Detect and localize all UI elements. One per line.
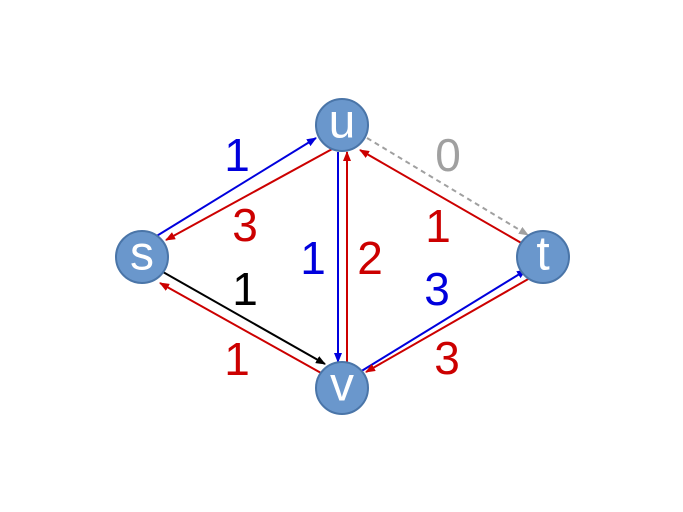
node-label: t xyxy=(536,228,549,281)
edge-label-t-v: 3 xyxy=(434,332,460,384)
edge-t-v xyxy=(365,277,531,373)
node-circle xyxy=(315,361,369,415)
node-circle xyxy=(115,230,169,284)
edge-t-u xyxy=(359,149,531,249)
edge-s-v xyxy=(162,271,326,365)
edge-s-u xyxy=(154,137,317,238)
node-circle xyxy=(516,230,570,284)
edge-label-u-t: 0 xyxy=(435,129,461,181)
edge-label-v-t: 3 xyxy=(424,263,450,315)
edge-label-v-u: 2 xyxy=(357,232,383,284)
edge-label-u-v: 1 xyxy=(300,232,326,284)
edge-label-t-u: 1 xyxy=(425,200,451,252)
edge-label-s-u: 1 xyxy=(224,129,250,181)
edge-label-s-v: 1 xyxy=(232,263,258,315)
node-label: v xyxy=(330,359,354,412)
node-circle xyxy=(315,98,369,152)
edge-u-s xyxy=(165,147,335,241)
edge-v-t xyxy=(354,269,527,376)
edge-label-v-s: 1 xyxy=(224,333,250,385)
edge-label-u-s: 3 xyxy=(232,199,258,251)
node-label: s xyxy=(130,228,154,281)
node-v: v xyxy=(315,359,369,415)
edge-v-s xyxy=(159,282,331,379)
node-label: u xyxy=(329,96,356,149)
node-u: u xyxy=(315,96,369,152)
node-t: t xyxy=(516,228,570,284)
node-s: s xyxy=(115,228,169,284)
edge-u-t xyxy=(366,137,529,236)
